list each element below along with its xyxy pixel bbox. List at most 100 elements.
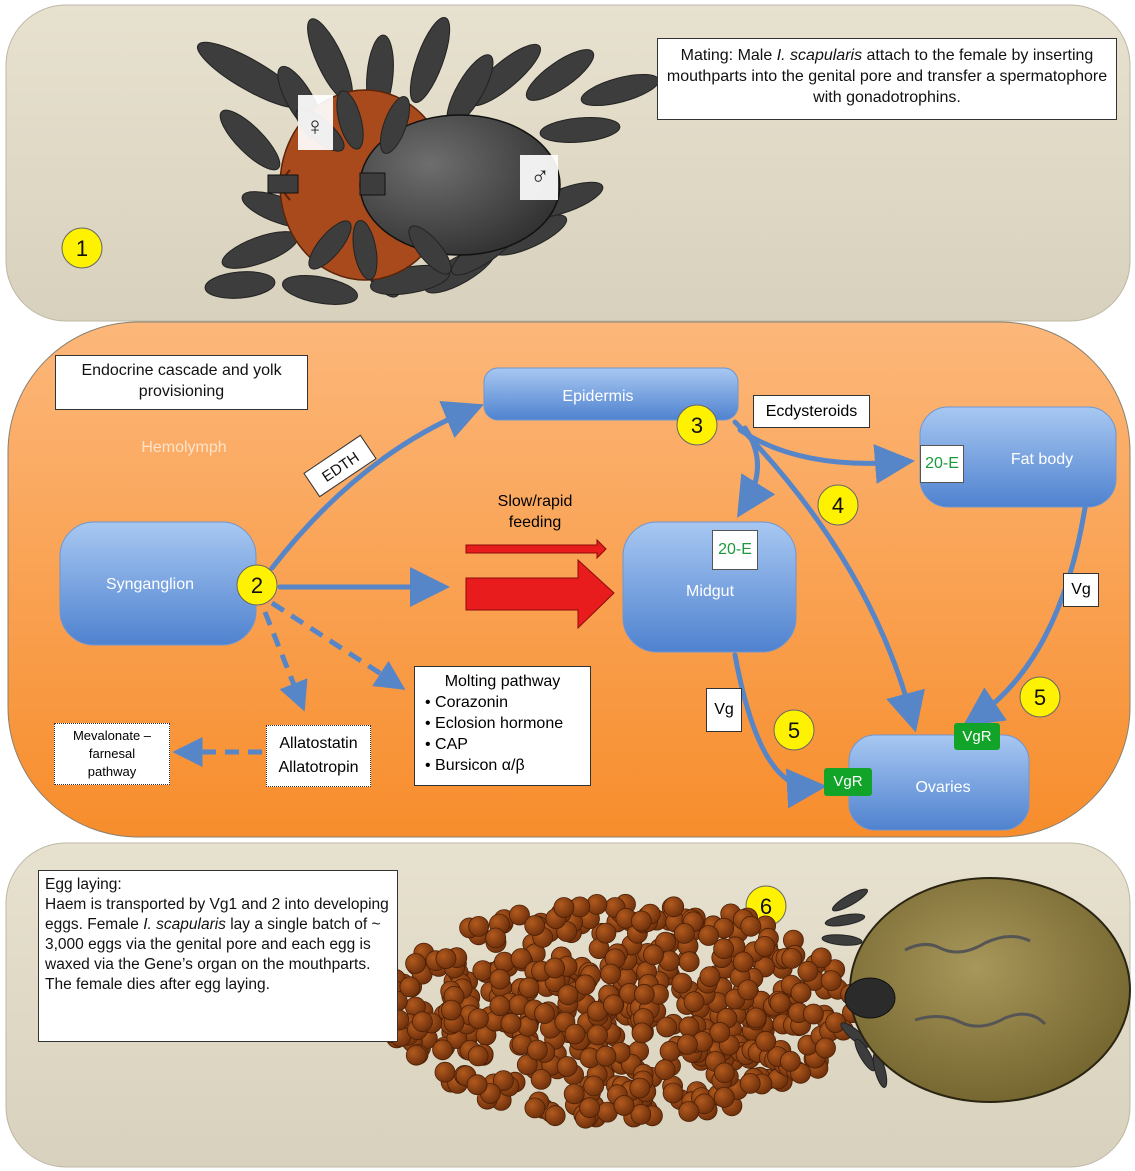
mating-caption-species: I. scapularis	[776, 47, 863, 64]
node-epidermis	[483, 367, 739, 421]
egg	[633, 983, 655, 1005]
feeding-small-arrow	[465, 538, 607, 560]
female-symbol: ♀	[305, 111, 325, 141]
egg	[518, 977, 540, 999]
allatotropin-label: Allatotropin	[278, 759, 359, 776]
mevalonate-line2: farnesal	[88, 746, 136, 761]
arrow-midgut-ovaries	[732, 652, 827, 809]
egg	[510, 948, 532, 969]
egg	[587, 1024, 608, 1046]
allatostatin-label: Allatostatin	[279, 735, 358, 752]
egg	[489, 968, 511, 990]
vgr-right-tag: VgR	[954, 723, 1000, 750]
molting-title: Molting pathway	[444, 673, 561, 690]
egg	[492, 1070, 514, 1091]
egg	[678, 1101, 700, 1122]
egg	[440, 999, 462, 1021]
egg	[524, 915, 546, 936]
egg	[579, 1097, 600, 1119]
egg	[530, 1069, 552, 1090]
egg	[699, 966, 721, 987]
egg	[432, 1039, 454, 1061]
egg	[654, 1059, 676, 1081]
allato-box: Allatostatin Allatotropin	[266, 725, 371, 787]
e20-midgut-tag: 20-E	[712, 530, 758, 570]
egg	[820, 970, 842, 991]
mating-ticks-illustration	[197, 16, 660, 305]
node-synganglion-label: Synganglion	[106, 576, 194, 593]
endocrine-title: Endocrine cascade and yolk provisioning	[55, 355, 308, 410]
arrow-allato	[262, 611, 308, 712]
egg	[485, 927, 507, 949]
node-fat-body-label: Fat body	[1011, 451, 1073, 468]
mating-caption-prefix: Mating: Male	[680, 47, 777, 64]
egg	[671, 972, 693, 994]
egg	[405, 1044, 427, 1066]
egg	[435, 948, 457, 969]
egg	[790, 982, 812, 1004]
egg	[745, 1007, 767, 1029]
step-2: 2	[251, 573, 263, 598]
egg	[544, 957, 566, 979]
egg	[613, 1095, 635, 1116]
mevalonate-line1: Mevalonate –	[72, 728, 152, 743]
egg	[740, 915, 762, 937]
egg	[467, 1008, 489, 1029]
egg	[713, 1087, 735, 1108]
egg	[714, 1062, 735, 1084]
egg	[595, 1045, 617, 1067]
egg	[534, 1003, 555, 1024]
molting-pathway-box: Molting pathway Corazonin Eclosion hormo…	[414, 666, 591, 786]
arrow-edth	[269, 400, 484, 571]
egg	[564, 1023, 586, 1045]
egg	[527, 1039, 548, 1061]
egg	[574, 974, 596, 996]
step-6: 6	[760, 894, 772, 919]
egg	[663, 896, 685, 918]
egg	[557, 984, 579, 1006]
egg	[779, 1050, 801, 1072]
molting-item: CAP	[425, 734, 582, 755]
egg	[595, 922, 617, 944]
egg	[643, 944, 664, 966]
egg	[556, 1056, 578, 1077]
arrow-epidermis-ovaries	[732, 419, 925, 733]
egg	[683, 991, 705, 1013]
egg-mass	[380, 893, 863, 1129]
egg	[797, 960, 819, 982]
egg	[737, 979, 759, 1001]
molting-item: Eclosion hormone	[425, 713, 582, 734]
arrow-molting	[270, 600, 406, 690]
ecdysteroids-label: Ecdysteroids	[753, 395, 870, 428]
egg	[631, 1022, 653, 1044]
egg	[803, 1003, 824, 1025]
egg	[466, 1074, 488, 1096]
egg	[524, 1097, 546, 1119]
egg	[755, 1030, 777, 1052]
vg-right-label: Vg	[1063, 573, 1099, 607]
egg	[677, 1034, 698, 1055]
egg	[405, 953, 427, 974]
egg	[583, 1075, 605, 1097]
egg	[825, 1012, 846, 1033]
egg	[563, 1083, 585, 1105]
step-1: 1	[76, 236, 88, 261]
egg-laying-species: I. scapularis	[143, 916, 226, 933]
egg-laying-caption: Egg laying: Haem is transported by Vg1 a…	[38, 870, 398, 1042]
egg	[709, 1022, 731, 1043]
vgr-left-tag: VgR	[824, 768, 872, 796]
step-5b: 5	[1034, 685, 1046, 710]
egg	[434, 1061, 456, 1083]
egg-laying-heading: Egg laying:	[45, 876, 122, 893]
egg	[600, 963, 621, 985]
egg	[603, 994, 624, 1016]
egg	[698, 925, 719, 946]
egg	[500, 1013, 522, 1034]
egg	[411, 1011, 433, 1033]
node-midgut-label: Midgut	[686, 583, 735, 600]
egg	[489, 995, 511, 1017]
egg	[509, 904, 530, 926]
egg	[810, 947, 832, 969]
egg	[754, 936, 776, 957]
